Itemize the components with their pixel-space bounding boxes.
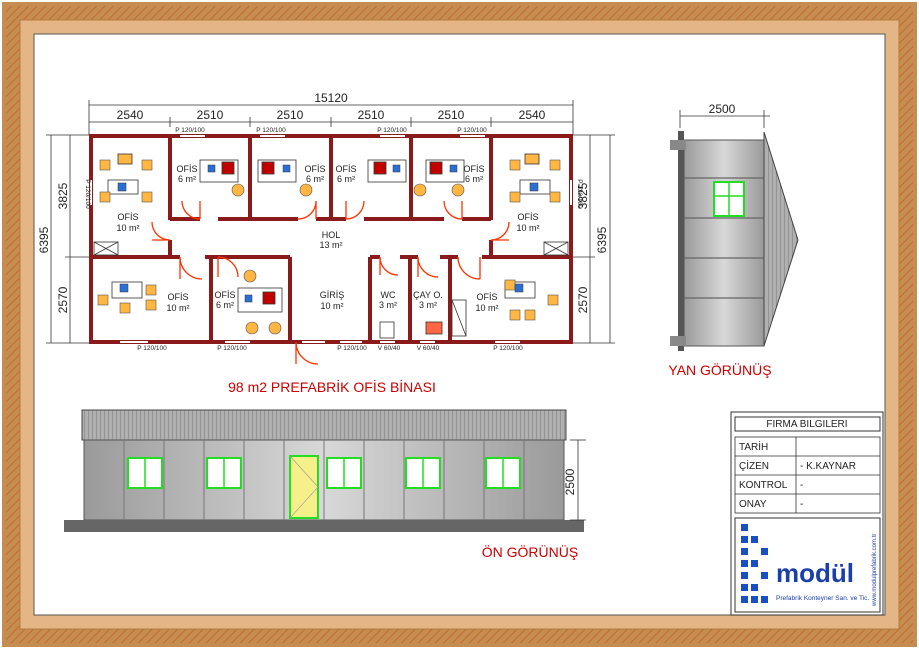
company-logo: modül Prefabrik Konteyner San. ve Tic. w…	[741, 524, 878, 607]
room-ofis-tl-name: OFİS	[117, 212, 138, 222]
dim-left-top: 3825	[56, 182, 70, 209]
info-row-drawn-label: ÇİZEN	[739, 459, 769, 472]
dim-top-4: 2510	[358, 108, 385, 122]
plan-computers	[117, 164, 539, 303]
info-row-approve-value: -	[800, 499, 803, 510]
logo-subtitle: Prefabrik Konteyner San. ve Tic.	[776, 595, 869, 602]
room-ofis-t5-name: OFİS	[463, 164, 484, 174]
room-cay-name: ÇAY O.	[413, 290, 443, 300]
side-view	[670, 110, 799, 351]
window-label-bottom-6: P 120/100	[493, 345, 523, 352]
window-label-bottom-1: P 120/100	[137, 345, 167, 352]
room-cay-area: 3 m²	[419, 300, 437, 310]
front-view-dim: 2500	[563, 468, 577, 495]
window-label-bottom-4: V 60/40	[378, 345, 401, 352]
room-labels: OFİS 10 m² OFİS 6 m² OFİS 6 m² OFİS 6 m²…	[116, 164, 539, 313]
dim-right-top: 3825	[576, 182, 590, 209]
room-wc-name: WC	[381, 290, 396, 300]
room-ofis-t3-area: 6 m²	[306, 174, 324, 184]
window-label-bottom-5: V 60/40	[417, 345, 440, 352]
side-view-label: YAN GÖRÜNÜŞ	[668, 361, 771, 378]
front-view	[64, 409, 586, 532]
info-row-control-value: -	[800, 480, 803, 491]
plan-walls	[89, 134, 573, 344]
window-label-bottom-3: P 120/100	[337, 345, 367, 352]
plan-dimensions	[46, 100, 615, 344]
info-row-date-label: TARİH	[739, 440, 768, 453]
plan-windows	[90, 135, 572, 343]
plan-furniture	[93, 153, 569, 339]
room-ofis-tr-name: OFİS	[517, 212, 538, 222]
room-ofis-b2-name: OFİS	[214, 290, 235, 300]
room-giris-name: GİRİŞ	[320, 290, 345, 300]
info-row-drawn-value: - K.KAYNAR	[800, 461, 856, 472]
dim-right-total: 6395	[595, 226, 609, 253]
room-giris-area: 10 m²	[320, 301, 343, 311]
dim-left-total: 6395	[37, 226, 51, 253]
room-ofis-t5-area: 6 m²	[465, 174, 483, 184]
plan-chairs	[97, 159, 561, 335]
window-label-top-1: P 120/100	[175, 127, 205, 134]
info-row-control-label: KONTROL	[739, 480, 788, 491]
logo-name: modül	[776, 558, 854, 588]
dim-top-6: 2540	[519, 108, 546, 122]
logo-url: www.modulprefabrik.com.tr	[872, 534, 878, 607]
dim-total-width: 15120	[314, 91, 348, 105]
room-hol-name: HOL	[322, 230, 341, 240]
window-label-top-3: P 120/100	[377, 127, 407, 134]
info-row-approve-label: ONAY	[739, 499, 767, 510]
window-label-bottom-2: P 120/100	[217, 345, 247, 352]
room-ofis-br-name: OFİS	[476, 292, 497, 302]
window-labels: P 120/100 P 120/100 P 120/100 P 120/100 …	[84, 127, 583, 352]
info-header: FIRMA BILGILERI	[766, 419, 847, 430]
front-view-label: ÖN GÖRÜNÜŞ	[482, 543, 578, 560]
room-ofis-t4-area: 6 m²	[337, 174, 355, 184]
plan-doors	[151, 200, 510, 365]
window-label-top-2: P 120/100	[256, 127, 286, 134]
room-ofis-t2-area: 6 m²	[178, 174, 196, 184]
drawing-title: 98 m2 PREFABRİK OFİS BİNASI	[228, 378, 436, 395]
room-ofis-b2-area: 6 m²	[216, 300, 234, 310]
window-label-left: P 120/100	[84, 179, 91, 209]
room-ofis-t3-name: OFİS	[304, 164, 325, 174]
dim-top-3: 2510	[277, 108, 304, 122]
dim-top-2: 2510	[197, 108, 224, 122]
info-block	[730, 411, 884, 616]
room-wc-area: 3 m²	[379, 300, 397, 310]
room-ofis-t4-name: OFİS	[335, 164, 356, 174]
room-hol-area: 13 m²	[319, 240, 342, 250]
dim-left-bottom: 2570	[56, 286, 70, 313]
room-ofis-bl-name: OFİS	[167, 292, 188, 302]
dim-right-bottom: 2570	[576, 286, 590, 313]
window-label-top-4: P 120/100	[457, 127, 487, 134]
room-ofis-bl-area: 10 m²	[166, 303, 189, 313]
dim-top-5: 2510	[438, 108, 465, 122]
room-ofis-tl-area: 10 m²	[116, 223, 139, 233]
window-label-right: P 120/100	[576, 179, 583, 209]
side-view-dim: 2500	[709, 102, 736, 116]
dim-top-1: 2540	[117, 108, 144, 122]
room-ofis-t2-name: OFİS	[176, 164, 197, 174]
room-ofis-br-area: 10 m²	[475, 303, 498, 313]
room-ofis-tr-area: 10 m²	[516, 223, 539, 233]
